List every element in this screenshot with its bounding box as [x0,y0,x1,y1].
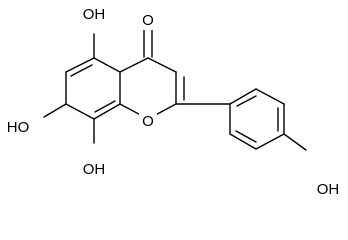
bond-c2p-c3p [255,88,285,105]
hydroxyl-c4prime-label: OH [317,181,340,198]
bond-layer [43,29,307,151]
bond-c1p-c2p [229,88,257,105]
bond-c4-c3 [147,57,177,73]
bond-c1p-c2p-inner [236,95,257,107]
bond-c4p-oh [283,133,307,151]
hydroxyl-c5-label: OH [83,6,106,23]
bond-c5-c6-inner [70,64,93,77]
label-layer: O O OH HO OH OH [7,6,340,198]
carbonyl-oxygen-label: O [142,12,154,29]
hydroxyl-c7-label: HO [7,119,30,136]
bond-c7-c8 [65,103,95,120]
bond-c8-c8a [93,103,121,120]
bond-c4a-c5 [93,57,121,73]
ring-oxygen-label: O [142,113,154,130]
bond-c5p-c6p [229,133,257,150]
bond-c7-oh [43,103,67,118]
bond-c5p-c6p-inner [235,130,257,143]
bond-c4a-c4 [119,57,149,73]
chemical-structure: O O OH HO OH OH [7,6,340,198]
hydroxyl-c8-label: OH [83,161,106,178]
bond-c8-c8a-inner [94,100,116,113]
bond-c5-c6 [65,57,95,73]
bond-c4p-c5p [255,133,285,150]
